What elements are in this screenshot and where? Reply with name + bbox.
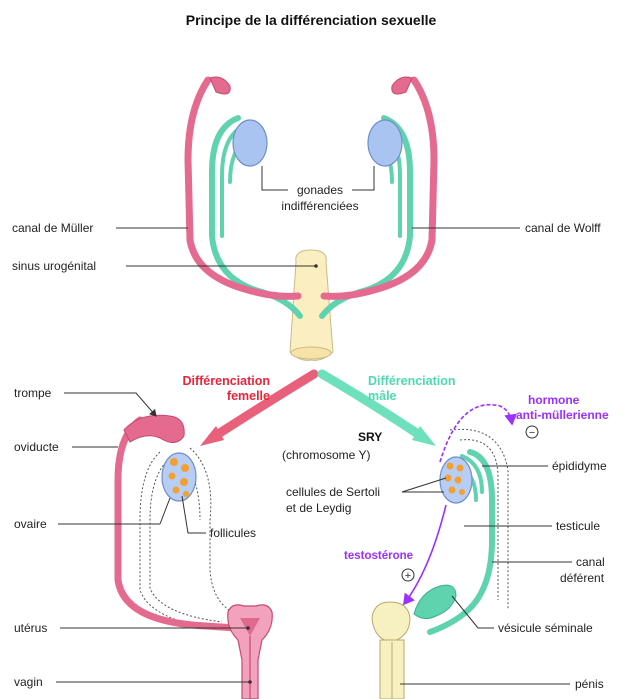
gonades-label-2: indifférenciées (281, 199, 358, 213)
epididyme-label: épididyme (552, 459, 607, 473)
sinus-urogenital (290, 250, 333, 360)
canal-muller-label: canal de Müller (12, 221, 93, 235)
uterus-label: utérus (14, 621, 47, 635)
sertoli-label-2: et de Leydig (286, 501, 351, 515)
female-structures (118, 415, 272, 699)
prostate-bladder (372, 602, 410, 642)
sry-label: SRY (358, 430, 382, 444)
hormone-label-2: anti-müllerienne (516, 408, 609, 422)
plus-label: + (405, 570, 411, 582)
muller-duct-left (188, 80, 298, 296)
canal-deferent-label-2: déférent (560, 571, 605, 585)
chromosome-label: (chromosome Y) (282, 448, 370, 462)
penis-label: pénis (575, 677, 604, 691)
trompe (124, 415, 184, 442)
hormone-label: hormone (528, 393, 580, 407)
sinus-label: sinus urogénital (12, 259, 96, 273)
sertoli-label: cellules de Sertoli (286, 485, 380, 499)
trompe-label: trompe (14, 386, 52, 400)
follicules-label: follicules (210, 526, 256, 540)
testosterone-label: testostérone (344, 550, 413, 562)
male-structures (372, 429, 508, 699)
gonad-left (233, 120, 267, 166)
minus-label: − (529, 427, 535, 439)
diff-femelle-label: Différenciation (182, 374, 270, 388)
canal-wolff-label: canal de Wolff (525, 221, 601, 235)
gonades-label: gonades (297, 183, 343, 197)
testicule-label: testicule (556, 519, 600, 533)
undifferentiated-structures (188, 77, 434, 360)
oviducte-label: oviducte (14, 440, 59, 454)
vesicule-label: vésicule séminale (498, 621, 593, 635)
ovary (162, 453, 196, 501)
diagram-title: Principe de la différenciation sexuelle (186, 12, 437, 28)
diff-male-label: Différenciation (368, 374, 456, 388)
vagin-label: vagin (14, 675, 43, 689)
diff-male-label-2: mâle (368, 389, 397, 403)
gonad-right (368, 120, 402, 166)
ovaire-label: ovaire (14, 517, 47, 531)
canal-deferent-label: canal (576, 555, 605, 569)
seminal-vesicle (414, 585, 456, 618)
diff-femelle-label-2: femelle (227, 389, 270, 403)
